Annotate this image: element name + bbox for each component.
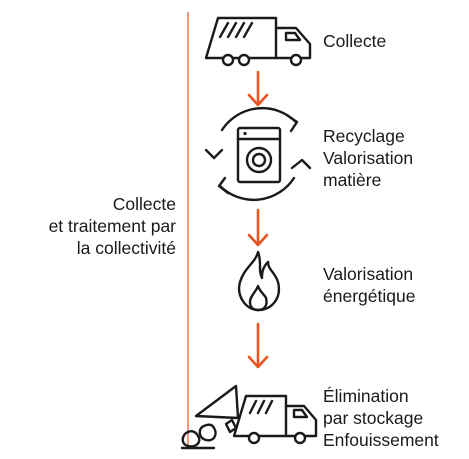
- step-4-line-3: Enfouissement: [323, 430, 439, 450]
- step-3-line-2: énergétique: [323, 286, 416, 306]
- flow-arrow-3: [247, 322, 269, 369]
- scope-label-line-2: et traitement par: [48, 216, 176, 236]
- step-label-collecte: Collecte: [323, 30, 386, 52]
- step-2-line-1: Recyclage: [323, 126, 405, 146]
- flow-arrow-1: [247, 70, 269, 107]
- flame-icon: [237, 250, 281, 312]
- step-4-line-1: Élimination: [323, 386, 409, 406]
- step-2-line-2: Valorisation: [323, 148, 414, 168]
- dump-truck-landfill-icon: [180, 384, 318, 450]
- step-label-recyclage: Recyclage Valorisation matière: [323, 125, 413, 191]
- step-label-valorisation-energetique: Valorisation énergétique: [323, 263, 415, 307]
- step-4-line-2: par stockage: [323, 408, 424, 428]
- scope-label-line-1: Collecte: [112, 194, 176, 214]
- washing-machine-recycle-icon: [204, 106, 312, 202]
- scope-label: Collecte et traitement par la collectivi…: [49, 193, 176, 259]
- step-label-elimination: Élimination par stockage Enfouissement: [323, 385, 439, 451]
- step-3-line-1: Valorisation: [323, 264, 414, 284]
- step-2-line-3: matière: [323, 170, 382, 190]
- flow-arrow-2: [247, 208, 269, 247]
- scope-label-line-3: la collectivité: [76, 238, 176, 258]
- garbage-truck-icon: [204, 16, 312, 67]
- step-1-line-1: Collecte: [323, 31, 387, 51]
